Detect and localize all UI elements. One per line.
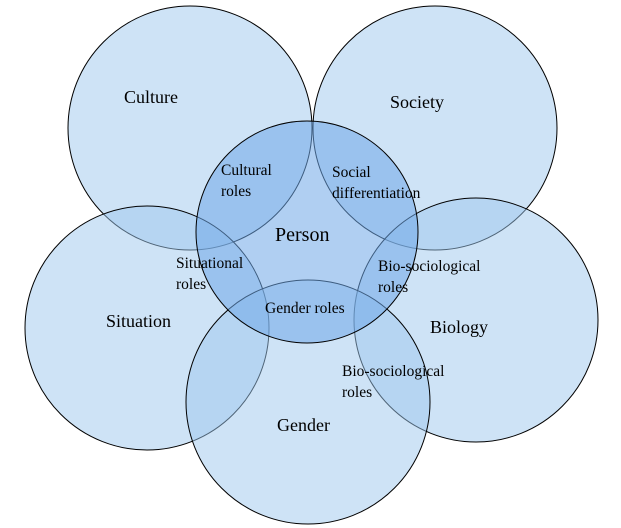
person-label: Person — [275, 224, 329, 246]
situational-roles-label: Situational roles — [176, 255, 247, 293]
gender-label: Gender — [277, 415, 330, 435]
bio-sociological-roles-upper-label: Bio-sociological roles — [378, 258, 484, 296]
cultural-roles-label: Cultural roles — [221, 162, 276, 200]
gender-roles-label: Gender roles — [265, 300, 345, 317]
bio-sociological-roles-lower-label: Bio-sociological roles — [342, 363, 448, 401]
person-circle — [195, 120, 419, 344]
culture-label: Culture — [124, 87, 178, 107]
situation-label: Situation — [106, 311, 171, 331]
social-differentiation-label: Social differentiation — [332, 164, 421, 202]
society-label: Society — [390, 92, 444, 112]
biology-label: Biology — [430, 317, 488, 337]
